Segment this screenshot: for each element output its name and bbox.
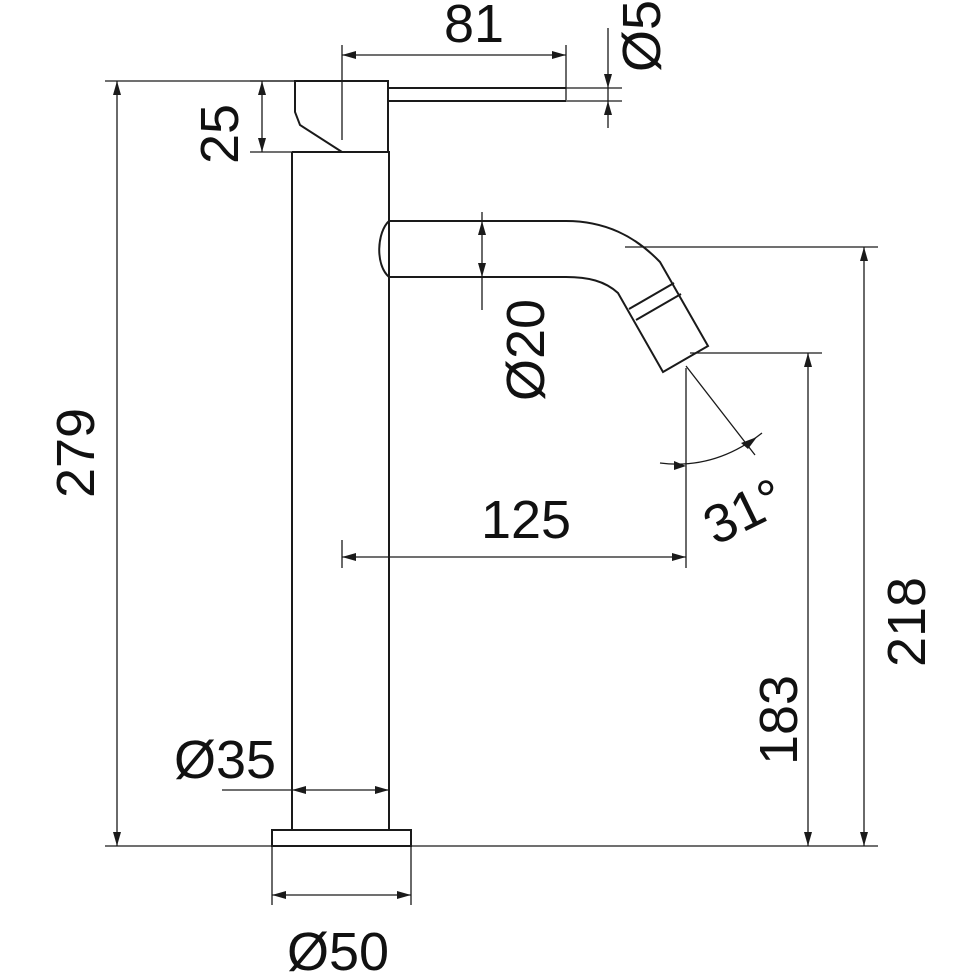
dim-lever-diameter: Ø5	[612, 0, 672, 72]
dim-spout-angle: 31°	[694, 467, 794, 557]
dim-spout-reach: 125	[481, 490, 571, 550]
dim-lever-length: 81	[444, 0, 504, 54]
dim-outlet-height: 183	[749, 675, 809, 765]
dim-body-diameter: Ø35	[174, 730, 276, 790]
dim-spout-top-height: 218	[877, 577, 937, 667]
dim-total-height: 279	[46, 408, 106, 498]
faucet-outline	[271, 80, 710, 847]
aerator-ring-1	[628, 282, 675, 310]
dim-handle-height: 25	[190, 104, 250, 164]
spout	[389, 220, 710, 374]
spout-end-cap	[378, 220, 390, 278]
dim-base-diameter: Ø50	[287, 922, 389, 980]
lever-arm	[388, 87, 566, 102]
dimension-labels: 81 Ø5 25 279 Ø20 125 31° 218 183 Ø35 Ø50	[46, 0, 937, 980]
base-plate	[271, 829, 412, 847]
dim-spout-diameter: Ø20	[496, 299, 556, 401]
aerator-ring-2	[635, 293, 682, 321]
dimension-lines	[105, 28, 878, 905]
